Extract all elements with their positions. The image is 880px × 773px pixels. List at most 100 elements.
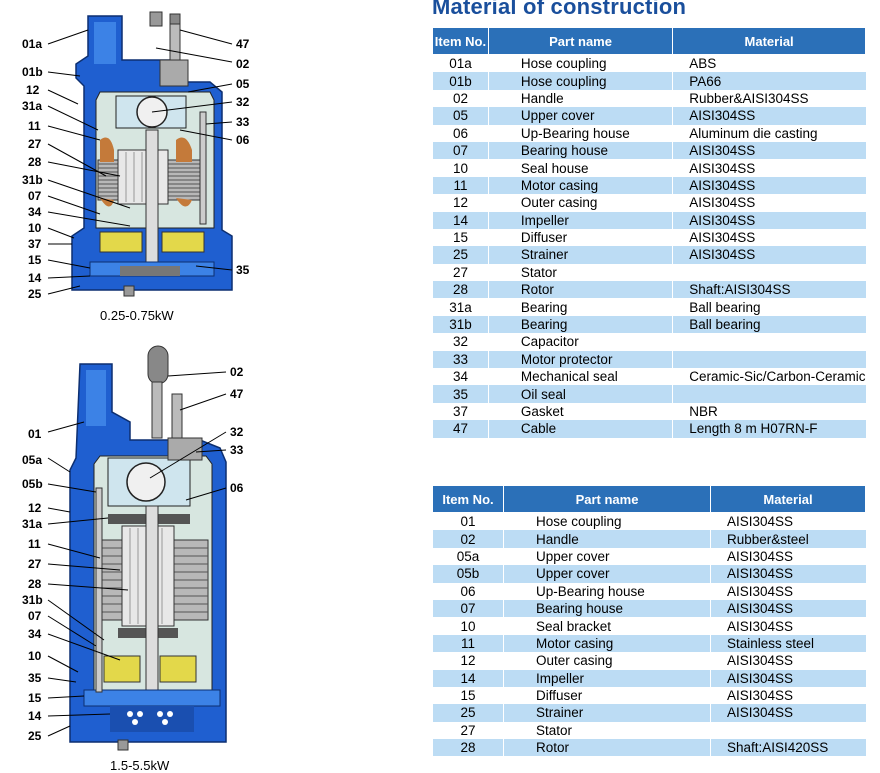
- callout-label: 01b: [22, 65, 43, 79]
- pump-leader-lines: [47, 371, 227, 737]
- cell-part-name: Mechanical seal: [487, 368, 673, 386]
- cell-part-name: Stator: [487, 263, 673, 282]
- pump-diagram-small: 01a 01b 12 31a 11 27 28 31b 07 34 10 37 …: [22, 11, 250, 300]
- callout-label: 32: [236, 95, 250, 109]
- callout-label: 47: [236, 37, 250, 51]
- pump-body-outer: [69, 345, 227, 751]
- pump-label-group: 01 05a 05b 12 31a 11 27 28 31b 07 34 10 …: [22, 365, 244, 743]
- cell-item-no: 07: [432, 599, 504, 618]
- cell-item-no: 28: [432, 739, 504, 757]
- cell-material: AISI304SS: [672, 159, 866, 177]
- cell-material: [672, 263, 866, 282]
- pump-leader-lines: [47, 29, 233, 295]
- cell-material: Rubber&steel: [710, 530, 866, 548]
- cell-material: AISI304SS: [710, 669, 866, 687]
- cell-part-name: Diffuser: [487, 228, 673, 247]
- cell-material: [672, 385, 866, 403]
- cell-material: Aluminum die casting: [672, 124, 866, 142]
- cell-material: [672, 350, 866, 369]
- callout-label: 05b: [22, 477, 43, 491]
- cell-item-no: 12: [432, 652, 504, 670]
- cell-part-name: Up-Bearing house: [487, 124, 673, 142]
- cell-material: AISI304SS: [672, 194, 866, 212]
- callout-label: 10: [28, 221, 42, 235]
- cell-material: Ball bearing: [672, 298, 866, 316]
- cell-part-name: Bearing: [487, 315, 673, 334]
- callout-label: 28: [28, 155, 42, 169]
- cell-part-name: Hose coupling: [503, 512, 711, 531]
- cell-part-name: Outer casing: [503, 652, 711, 670]
- callout-label: 33: [236, 115, 250, 129]
- cell-material: ABS: [672, 54, 866, 73]
- cell-material: Length 8 m H07RN-F: [672, 420, 866, 438]
- callout-label: 10: [28, 649, 42, 663]
- callout-label: 34: [28, 205, 42, 219]
- callout-label: 28: [28, 577, 42, 591]
- cell-material: Rubber&AISI304SS: [672, 89, 866, 108]
- callout-label: 07: [28, 609, 42, 623]
- cell-part-name: Motor protector: [487, 350, 673, 369]
- pump-diagram-large: 01 05a 05b 12 31a 11 27 28 31b 07 34 10 …: [22, 345, 244, 751]
- callout-label: 05a: [22, 453, 42, 467]
- cell-item-no: 02: [432, 530, 504, 548]
- cell-material: Stainless steel: [710, 634, 866, 653]
- cell-part-name: Strainer: [487, 246, 673, 264]
- callout-label: 12: [26, 83, 40, 97]
- callout-label: 01a: [22, 37, 42, 51]
- callout-label: 01: [28, 427, 42, 441]
- cell-part-name: Rotor: [487, 281, 673, 299]
- cell-item-no: 35: [432, 385, 489, 403]
- cell-part-name: Outer casing: [487, 194, 673, 212]
- cell-material: AISI304SS: [672, 176, 866, 195]
- cell-item-no: 34: [432, 368, 489, 386]
- cell-item-no: 06: [432, 124, 489, 142]
- callout-label: 37: [28, 237, 42, 251]
- callout-label: 15: [28, 253, 42, 267]
- cell-material: AISI304SS: [710, 652, 866, 670]
- cell-material: AISI304SS: [672, 107, 866, 125]
- cell-part-name: Bearing house: [503, 599, 711, 618]
- callout-label: 31b: [22, 173, 43, 187]
- cell-item-no: 15: [432, 228, 489, 247]
- cell-item-no: 05: [432, 107, 489, 125]
- callout-label: 47: [230, 387, 244, 401]
- cell-material: AISI304SS: [710, 582, 866, 600]
- callout-label: 12: [28, 501, 42, 515]
- cell-part-name: Upper cover: [487, 107, 673, 125]
- col-item-no: Item No.: [432, 485, 504, 513]
- cell-part-name: Upper cover: [503, 565, 711, 583]
- callout-label: 11: [28, 537, 41, 551]
- cell-part-name: Oil seal: [487, 385, 673, 403]
- callout-label: 31a: [22, 517, 42, 531]
- cell-item-no: 11: [432, 634, 504, 653]
- callout-label: 11: [28, 119, 41, 133]
- cell-material: NBR: [672, 402, 866, 421]
- cell-item-no: 05b: [432, 565, 504, 583]
- cell-material: AISI304SS: [710, 599, 866, 618]
- cell-item-no: 01: [432, 512, 504, 531]
- cell-part-name: Impeller: [503, 669, 711, 687]
- cell-item-no: 01a: [432, 54, 489, 73]
- callout-label: 02: [230, 365, 244, 379]
- cell-part-name: Strainer: [503, 704, 711, 722]
- callout-label: 31a: [22, 99, 42, 113]
- cell-material: Shaft:AISI304SS: [672, 281, 866, 299]
- col-material: Material: [710, 485, 866, 513]
- cell-material: Ceramic-Sic/Carbon-Ceramic: [672, 368, 866, 386]
